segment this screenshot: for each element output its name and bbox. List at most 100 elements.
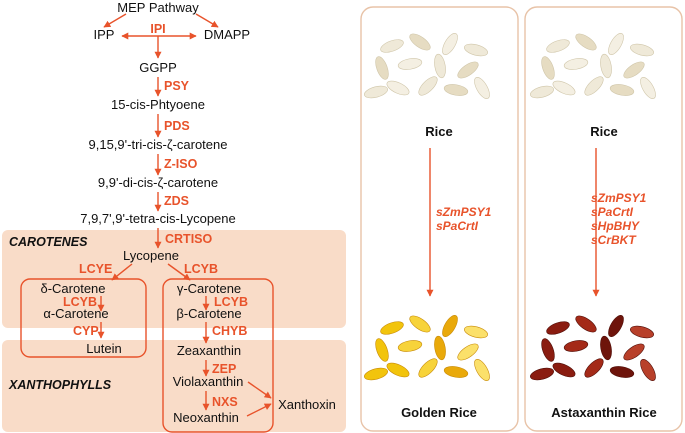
tetra-cis-label: 7,9,7',9'-tetra-cis-Lycopene — [80, 211, 236, 226]
rice-grain — [584, 76, 604, 96]
golden-gene-2: sPaCrtI — [436, 219, 479, 233]
golden-rice-image — [364, 314, 490, 382]
rice-grain — [552, 80, 576, 96]
di-cis-label: 9,9'-di-cis-ζ-carotene — [98, 175, 218, 190]
ziso-enzyme: Z-ISO — [164, 157, 198, 171]
rice-grain — [608, 32, 624, 56]
lcyb-enzyme: LCYB — [184, 262, 218, 276]
rice-grain — [380, 321, 404, 335]
rice-grain — [434, 335, 446, 361]
dmapp-label: DMAPP — [204, 27, 250, 42]
rice-grain — [443, 366, 469, 378]
rice-grain — [640, 76, 656, 100]
astaxanthin-gene-3: sHpBHY — [591, 219, 640, 233]
xanthoxin-label: Xanthoxin — [278, 397, 336, 412]
rice-grain — [575, 33, 597, 51]
violaxanthin-label: Violaxanthin — [173, 374, 244, 389]
rice-grain — [397, 340, 423, 352]
phytoene-label: 15-cis-Phtyoene — [111, 97, 205, 112]
astaxanthin-gene-1: sZmPSY1 — [591, 191, 647, 205]
rice-grain — [457, 61, 479, 79]
rice-grain — [609, 84, 635, 96]
lutein-label: Lutein — [86, 341, 121, 356]
tri-cis-label: 9,15,9'-tri-cis-ζ-carotene — [89, 137, 228, 152]
rice-grain — [541, 338, 555, 362]
rice-grain — [397, 58, 423, 70]
golden-gene-1: sZmPSY1 — [436, 205, 492, 219]
ipi-enzyme: IPI — [150, 22, 165, 36]
plain-rice-image-2 — [530, 32, 656, 100]
rice-grain — [409, 33, 431, 51]
rice-grain — [609, 366, 635, 378]
arrow-violaxanthin-xanthoxin — [247, 381, 272, 399]
rice-grain — [457, 343, 479, 361]
rice-grain — [442, 314, 458, 338]
alpha-branch-box — [20, 278, 147, 358]
cyp-enzyme: CYP — [73, 324, 99, 338]
arrow-mep-dmapp — [195, 13, 219, 28]
arrow-lycopene-gamma — [167, 263, 191, 281]
arrow-mep-ipp — [103, 13, 127, 28]
rice-grain — [600, 53, 612, 79]
gamma-carotene-label: γ-Carotene — [177, 281, 241, 296]
rice-grain — [546, 39, 570, 53]
astaxanthin-rice-label: Astaxanthin Rice — [551, 405, 656, 420]
rice-grain — [443, 84, 469, 96]
astaxanthin-gene-2: sPaCrtI — [591, 205, 634, 219]
rice-grain — [434, 53, 446, 79]
rice-grain — [442, 32, 458, 56]
beta-branch-box — [162, 278, 274, 433]
rice-grain — [375, 56, 389, 80]
rice-grain — [364, 367, 388, 381]
plain-rice-image — [364, 32, 490, 100]
rice-grain — [575, 315, 597, 333]
carotenes-title: CAROTENES — [9, 235, 88, 249]
alpha-carotene-label: α-Carotene — [43, 306, 108, 321]
zep-enzyme: ZEP — [212, 362, 236, 376]
rice-grain — [546, 321, 570, 335]
ipp-label: IPP — [94, 27, 115, 42]
beta-carotene-label: β-Carotene — [176, 306, 241, 321]
neoxanthin-label: Neoxanthin — [173, 410, 239, 425]
rice-grain — [563, 340, 589, 352]
chyb-enzyme: CHYB — [212, 324, 247, 338]
xanthophylls-title: XANTHOPHYLLS — [8, 378, 112, 392]
arrow-lycopene-delta — [111, 263, 133, 281]
rice-grain — [630, 43, 654, 57]
nxs-enzyme: NXS — [212, 395, 238, 409]
rice-grain — [386, 80, 410, 96]
astaxanthin-rice-panel: Rice sZmPSY1 sPaCrtI sHpBHY sCrBKT Astax… — [524, 6, 683, 432]
rice-grain — [386, 362, 410, 378]
rice-grain — [608, 314, 624, 338]
crtiso-enzyme: CRTISO — [165, 232, 213, 246]
pds-enzyme: PDS — [164, 119, 190, 133]
rice-grain — [530, 85, 554, 99]
rice-grain — [630, 325, 654, 339]
rice-grain — [464, 43, 488, 57]
rice-grain — [418, 76, 438, 96]
rice-grain — [640, 358, 656, 382]
rice-grain — [380, 39, 404, 53]
astaxanthin-rice-image — [530, 314, 656, 382]
lcye-enzyme: LCYE — [79, 262, 112, 276]
rice-grain — [418, 358, 438, 378]
rice-grain — [541, 56, 555, 80]
lycopene-label: Lycopene — [123, 248, 179, 263]
rice-grain — [464, 325, 488, 339]
golden-rice-panel: Rice sZmPSY1 sPaCrtI Golden Rice — [360, 6, 519, 432]
rice-grain — [623, 343, 645, 361]
rice-grain — [552, 362, 576, 378]
golden-panel-rice-label: Rice — [425, 124, 452, 139]
zds-enzyme: ZDS — [164, 194, 189, 208]
psy-enzyme: PSY — [164, 79, 190, 93]
rice-grain — [375, 338, 389, 362]
rice-grain — [530, 367, 554, 381]
rice-grain — [563, 58, 589, 70]
astaxanthin-panel-rice-label: Rice — [590, 124, 617, 139]
ggpp-label: GGPP — [139, 60, 177, 75]
lcyb-alpha-enzyme: LCYB — [63, 295, 97, 309]
rice-grain — [409, 315, 431, 333]
rice-grain — [600, 335, 612, 361]
rice-grain — [584, 358, 604, 378]
